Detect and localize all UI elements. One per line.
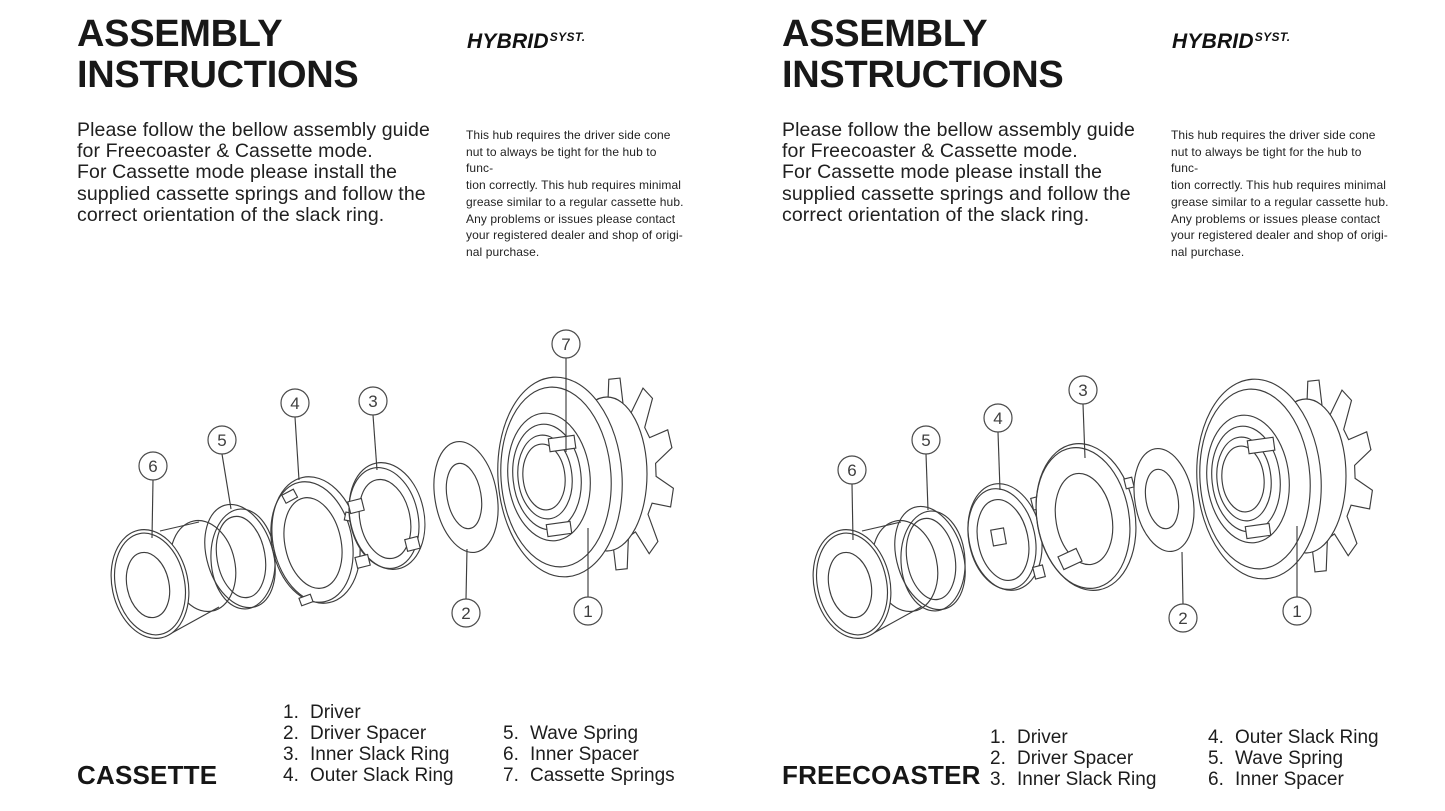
svg-text:7: 7	[561, 335, 570, 354]
svg-text:3: 3	[368, 392, 377, 411]
list-item: 6.Inner Spacer	[1208, 769, 1344, 790]
note-text: This hub requires the driver side cone n…	[1171, 128, 1389, 259]
list-item: 5.Wave Spring	[1208, 748, 1344, 769]
svg-text:5: 5	[217, 431, 226, 450]
page-title: ASSEMBLY INSTRUCTIONS	[782, 13, 1064, 96]
list-item: 7.Cassette Springs	[503, 765, 675, 786]
list-item: 2.Driver Spacer	[283, 723, 427, 744]
list-item: 1.Driver	[283, 702, 361, 723]
svg-text:1: 1	[583, 602, 592, 621]
svg-text:4: 4	[993, 409, 1002, 428]
callout-3: 3	[359, 387, 387, 470]
svg-text:4: 4	[290, 394, 299, 413]
svg-text:2: 2	[461, 604, 470, 623]
callout-6: 6	[838, 456, 866, 540]
callout-1: 1	[1283, 526, 1311, 625]
intro-text: Please follow the bellow assembly guide …	[77, 119, 430, 226]
callout-6: 6	[139, 452, 167, 538]
callout-7: 7	[552, 330, 580, 452]
part-inner-slack-ring	[1025, 436, 1147, 599]
brand-name: HYBRID	[1172, 30, 1254, 53]
brand-logo: HYBRIDSYST.	[1172, 30, 1291, 54]
exploded-diagram-cassette: 7 4 3 5 6 2 1	[0, 0, 740, 811]
list-item: 3.Inner Slack Ring	[283, 744, 450, 765]
parts-list-col2: 5.Wave Spring 6.Inner Spacer 7.Cassette …	[503, 723, 675, 786]
list-item: 1.Driver	[990, 727, 1068, 748]
part-driver-spacer	[1126, 444, 1201, 556]
list-item: 6.Inner Spacer	[503, 744, 639, 765]
svg-text:6: 6	[148, 457, 157, 476]
callout-5: 5	[912, 426, 940, 510]
part-inner-slack-ring	[340, 455, 435, 576]
part-outer-slack-ring	[260, 468, 371, 611]
callout-2: 2	[1169, 552, 1197, 632]
svg-text:2: 2	[1178, 609, 1187, 628]
note-text: This hub requires the driver side cone n…	[466, 128, 684, 259]
brand-suffix: SYST.	[549, 30, 586, 44]
callout-3: 3	[1069, 376, 1097, 458]
panel-cassette: ASSEMBLY INSTRUCTIONS HYBRIDSYST. Please…	[0, 0, 740, 811]
list-item: 2.Driver Spacer	[990, 748, 1134, 769]
mode-label-cassette: CASSETTE	[77, 760, 218, 790]
part-inner-spacer	[101, 514, 243, 645]
page-title: ASSEMBLY INSTRUCTIONS	[77, 13, 359, 96]
callout-1: 1	[574, 528, 602, 625]
panel-freecoaster: ASSEMBLY INSTRUCTIONS HYBRIDSYST. Please…	[705, 0, 1445, 811]
intro-text: Please follow the bellow assembly guide …	[782, 119, 1135, 226]
svg-text:3: 3	[1078, 381, 1087, 400]
list-item: 4.Outer Slack Ring	[283, 765, 454, 786]
callout-5: 5	[208, 426, 236, 509]
list-item: 5.Wave Spring	[503, 723, 639, 744]
brand-suffix: SYST.	[1254, 30, 1291, 44]
parts-list-col1: 1.Driver 2.Driver Spacer 3.Inner Slack R…	[283, 702, 454, 786]
callout-4: 4	[984, 404, 1012, 490]
part-driver	[491, 373, 673, 581]
part-driver	[1190, 375, 1372, 583]
callout-2: 2	[452, 549, 480, 627]
list-item: 3.Inner Slack Ring	[990, 769, 1157, 790]
mode-label-freecoaster: FREECOASTER	[782, 760, 981, 790]
part-driver-spacer	[426, 436, 507, 557]
brand-logo: HYBRIDSYST.	[467, 30, 586, 54]
parts-list-col2: 4.Outer Slack Ring 5.Wave Spring 6.Inner…	[1208, 727, 1379, 790]
callout-4: 4	[281, 389, 309, 480]
parts-list-col1: 1.Driver 2.Driver Spacer 3.Inner Slack R…	[990, 727, 1156, 790]
svg-text:6: 6	[847, 461, 856, 480]
part-wave-spring	[883, 498, 977, 619]
svg-text:1: 1	[1292, 602, 1301, 621]
list-item: 4.Outer Slack Ring	[1208, 727, 1379, 748]
brand-name: HYBRID	[467, 30, 549, 53]
svg-text:5: 5	[921, 431, 930, 450]
part-inner-spacer	[803, 514, 945, 645]
exploded-diagram-freecoaster: 3 4 5 6 2 1	[705, 0, 1445, 811]
